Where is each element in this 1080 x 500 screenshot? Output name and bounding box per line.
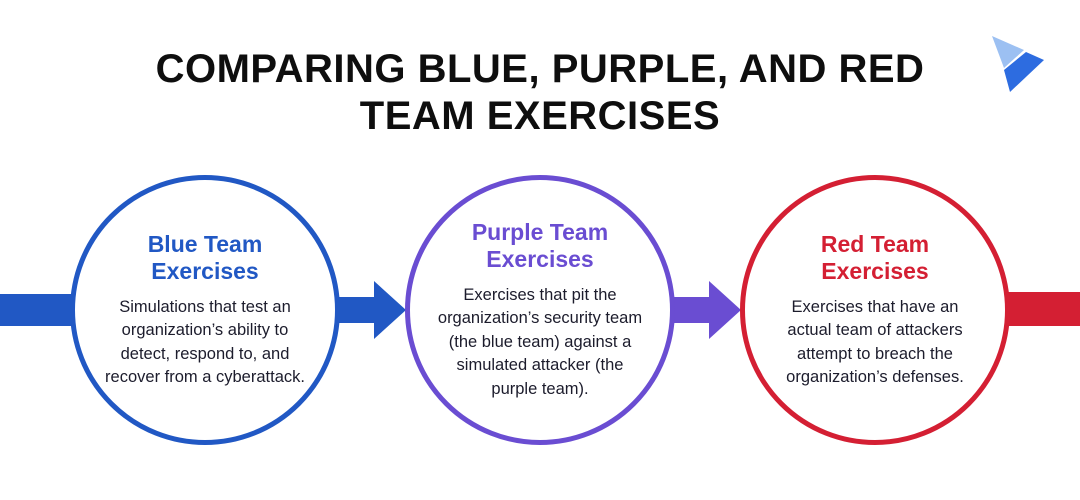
card-title: Red Team Exercises xyxy=(820,230,930,285)
arrow-blue-to-purple xyxy=(330,281,406,339)
logo-light-triangle-icon xyxy=(992,36,1024,68)
card-body: Exercises that pit the organization’s se… xyxy=(437,286,643,398)
card-body: Exercises that have an actual team of at… xyxy=(786,297,964,387)
arrow-purple-to-red xyxy=(665,281,741,339)
team-circle-purple: Purple Team Exercises Exercises that pit… xyxy=(405,175,675,445)
logo-dark-chevron-icon xyxy=(1004,52,1044,92)
arrow-head-icon xyxy=(374,281,406,339)
brand-logo xyxy=(992,36,1044,92)
team-circle-blue: Blue Team Exercises Simulations that tes… xyxy=(70,175,340,445)
card-body: Simulations that test an organization’s … xyxy=(105,297,305,387)
page-title: COMPARING BLUE, PURPLE, AND RED TEAM EXE… xyxy=(155,47,925,139)
arrow-head-icon xyxy=(709,281,741,339)
card-title: Purple Team Exercises xyxy=(471,218,609,273)
card-title: Blue Team Exercises xyxy=(147,230,263,285)
team-circle-red: Red Team Exercises Exercises that have a… xyxy=(740,175,1010,445)
